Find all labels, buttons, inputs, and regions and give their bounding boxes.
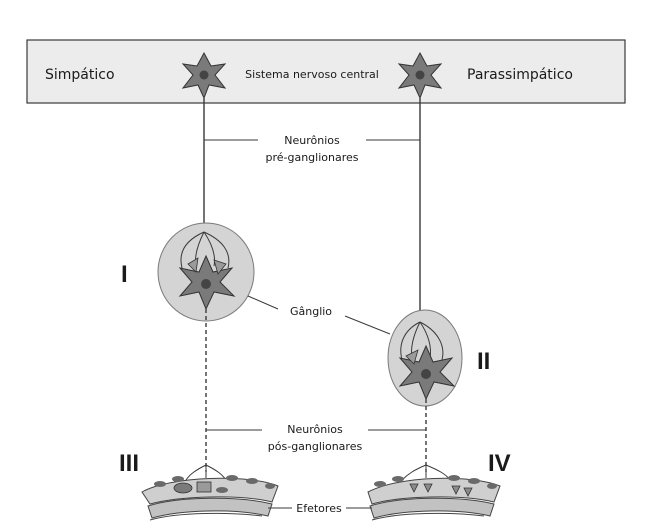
effectors-label: Efetores (296, 502, 342, 515)
marker-III: III (119, 450, 139, 477)
parasympathetic-effector-tissue (367, 475, 501, 521)
pre-ganglionic-label-line2: pré-ganglionares (265, 151, 358, 164)
parasympathetic-label: Parassimpático (467, 67, 573, 83)
post-ganglionic-label-line1: Neurônios (287, 423, 343, 436)
sympathetic-ganglion (157, 222, 255, 322)
marker-IV: IV (488, 450, 511, 477)
marker-I: I (121, 261, 128, 288)
ganglion-pointer-right (344, 315, 391, 335)
post-ganglionic-label-line2: pós-ganglionares (268, 440, 363, 453)
sympathetic-label: Simpático (45, 67, 115, 83)
parasympathetic-terminals (401, 464, 451, 481)
cns-box (26, 39, 626, 104)
ganglion-pointer-left (247, 295, 279, 310)
pre-ganglionic-label-line1: Neurônios (284, 134, 340, 147)
sympathetic-effector-tissue (141, 475, 279, 521)
parasympathetic-ganglion (387, 309, 463, 407)
sympathetic-terminals (185, 464, 227, 481)
cns-label: Sistema nervoso central (245, 68, 379, 81)
ganglion-label: Gânglio (290, 305, 332, 318)
marker-II: II (477, 348, 490, 375)
